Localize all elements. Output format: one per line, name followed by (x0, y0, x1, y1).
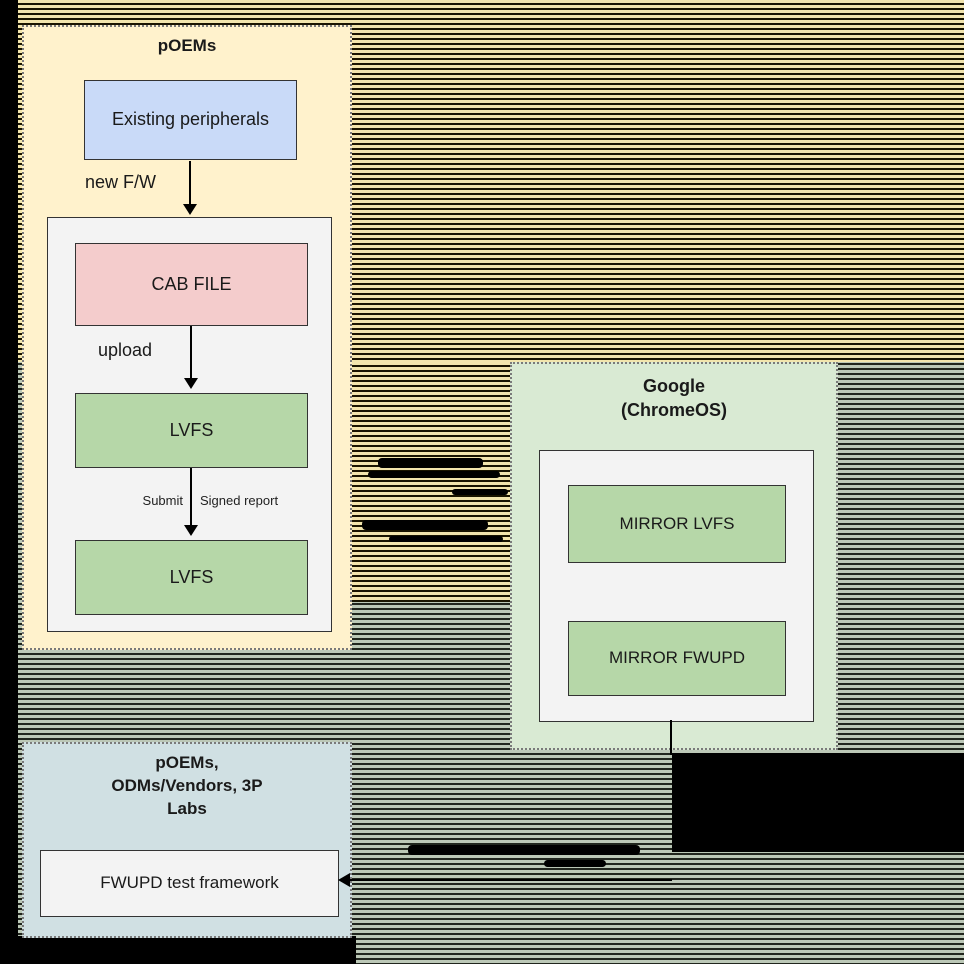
mirror-lvfs-box: MIRROR LVFS (568, 485, 786, 563)
upload-arrowhead-icon (184, 378, 198, 389)
glitch-artifact (408, 845, 640, 855)
glitch-artifact (362, 520, 488, 530)
submit-label: Submit (142, 493, 183, 508)
new-fw-label: new F/W (85, 172, 157, 192)
google-group-title: Google (ChromeOS) (620, 376, 727, 421)
signed-report-label: Signed report (200, 493, 279, 508)
poems-group-title: pOEMs (157, 36, 217, 55)
mirror-lvfs-label: MIRROR LVFS (619, 513, 735, 533)
google-inner-container: MIRROR LVFS MIRROR FWUPD (539, 450, 814, 722)
poems-group: pOEMs Existing peripherals new F/W CAB F… (22, 25, 352, 650)
existing-peripherals-box: Existing peripherals (84, 80, 297, 160)
labs-group: pOEMs, ODMs/Vendors, 3P Labs FWUPD test … (22, 742, 352, 938)
fwupd-test-arrow-line (350, 879, 672, 881)
glitch-artifact (544, 860, 606, 867)
fwupd-test-arrowhead-icon (338, 873, 350, 887)
lvfs-bottom-label: LVFS (169, 566, 214, 587)
submit-arrow-line (190, 468, 192, 526)
labs-group-title: pOEMs, ODMs/Vendors, 3P Labs (111, 753, 263, 818)
glitch-artifact (452, 489, 508, 495)
glitch-stripes-mid (352, 362, 510, 602)
cab-file-box: CAB FILE (75, 243, 308, 326)
mirror-fwupd-label: MIRROR FWUPD (609, 648, 745, 668)
lvfs-top-box: LVFS (75, 393, 308, 468)
glitch-artifact (368, 471, 500, 478)
glitch-black-rect-right (672, 753, 964, 852)
glitch-artifact (378, 458, 483, 468)
upload-label: upload (98, 340, 153, 360)
glitch-black-bar-bottom (0, 936, 356, 964)
glitch-black-bar-left (0, 0, 18, 964)
lvfs-bottom-box: LVFS (75, 540, 308, 615)
fwupd-test-framework-box: FWUPD test framework (40, 850, 339, 917)
mirror-fwupd-box: MIRROR FWUPD (568, 621, 786, 696)
google-connector-line (670, 720, 672, 755)
google-chromeos-group: Google (ChromeOS) MIRROR LVFS MIRROR FWU… (510, 362, 838, 750)
submit-arrowhead-icon (184, 525, 198, 536)
existing-peripherals-label: Existing peripherals (111, 109, 270, 130)
lvfs-top-label: LVFS (169, 419, 214, 440)
glitch-artifact (389, 536, 503, 542)
cab-file-label: CAB FILE (151, 273, 232, 294)
fwupd-test-framework-label: FWUPD test framework (100, 873, 279, 893)
new-fw-arrow-line (189, 161, 191, 205)
new-fw-arrowhead-icon (183, 204, 197, 215)
poems-inner-container: CAB FILE upload LVFS Submit Signed repor… (47, 217, 332, 632)
upload-arrow-line (190, 326, 192, 379)
